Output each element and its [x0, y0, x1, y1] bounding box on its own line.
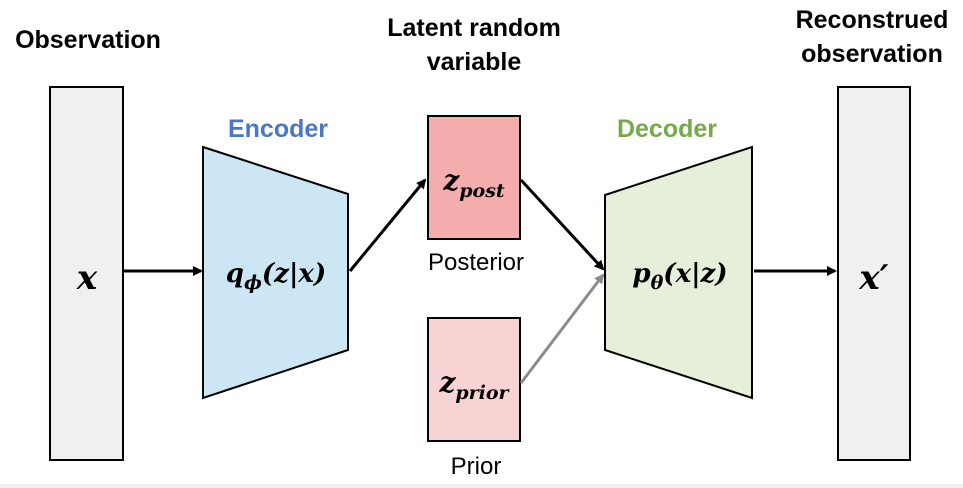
- posterior-symbol: zpost: [442, 164, 505, 202]
- latent-header-line1: Latent random: [387, 14, 561, 42]
- latent-header-line2: variable: [427, 48, 522, 76]
- prior-symbol: zprior: [438, 366, 510, 404]
- reconstruction-box: [837, 86, 911, 461]
- observation-symbol: x: [76, 258, 98, 298]
- encoder-formula-args: (z|x): [262, 259, 326, 289]
- prior-box: [427, 317, 521, 442]
- decoder-shape: [604, 145, 753, 400]
- decoder-formula-sub: θ: [651, 272, 664, 294]
- decoder-formula-args: (x|z): [663, 259, 727, 289]
- posterior-symbol-sub: post: [459, 180, 505, 202]
- observation-box: [49, 86, 124, 461]
- reconstructed-header-line1: Reconstrued: [796, 6, 949, 34]
- decoder-formula: pθ(x|z): [632, 259, 727, 294]
- prior-symbol-main: z: [438, 366, 456, 399]
- arrow-encoder-to-posterior: [348, 178, 427, 272]
- decoder-label: Decoder: [617, 115, 717, 143]
- encoder-label: Encoder: [228, 115, 328, 143]
- observation-header: Observation: [15, 26, 161, 54]
- encoder-formula-main: q: [226, 259, 244, 289]
- encoder-formula-sub: ϕ: [244, 272, 262, 294]
- posterior-symbol-main: z: [442, 164, 460, 197]
- reconstructed-header-line2: observation: [801, 40, 943, 68]
- posterior-box: [427, 115, 521, 240]
- arrow-prior-to-decoder: [519, 273, 605, 384]
- posterior-caption: Posterior: [428, 249, 524, 276]
- decoder-formula-main: p: [632, 259, 650, 289]
- encoder-shape: [202, 145, 349, 400]
- arrow-posterior-to-decoder: [519, 178, 605, 271]
- prior-caption: Prior: [451, 453, 502, 480]
- reconstruction-symbol: x′: [858, 258, 888, 298]
- bottom-divider: [0, 484, 963, 488]
- prior-symbol-sub: prior: [455, 382, 510, 404]
- encoder-formula: qϕ(z|x): [226, 259, 326, 294]
